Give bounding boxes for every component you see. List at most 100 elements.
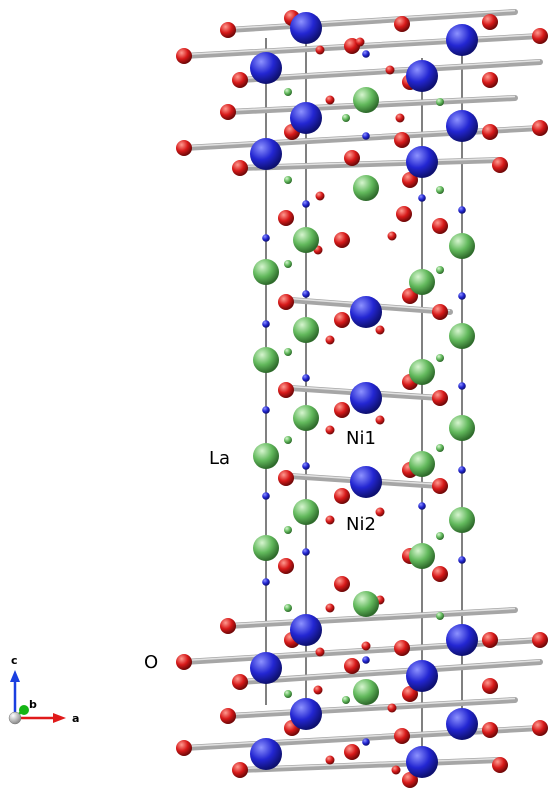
o-atom-15 bbox=[394, 132, 410, 148]
la-atom-15 bbox=[253, 535, 279, 561]
label-ni2: Ni2 bbox=[346, 514, 376, 535]
la-atom-s4 bbox=[436, 186, 444, 194]
o-atom-1 bbox=[232, 72, 248, 88]
ni-atom-s17 bbox=[362, 50, 370, 58]
ni-atom-s16 bbox=[458, 556, 466, 564]
o-atom-52 bbox=[220, 708, 236, 724]
bond-row-12 bbox=[181, 725, 543, 751]
o-atom-18 bbox=[402, 172, 418, 188]
label-o: O bbox=[144, 652, 159, 673]
ni-atom-s3 bbox=[458, 206, 466, 214]
ni-atom-6 bbox=[250, 138, 282, 170]
o-atom-40 bbox=[176, 654, 192, 670]
o-atom-s17 bbox=[315, 647, 325, 657]
o-atom-s13 bbox=[325, 515, 335, 525]
o-atom-48 bbox=[402, 686, 418, 702]
ni-atom-s8 bbox=[302, 374, 310, 382]
o-atom-22 bbox=[396, 206, 412, 222]
ni-atom-11 bbox=[290, 614, 322, 646]
o-atom-2 bbox=[220, 22, 236, 38]
ni-atom-s2 bbox=[418, 194, 426, 202]
o-atom-14 bbox=[344, 150, 360, 166]
o-atom-57 bbox=[532, 720, 548, 736]
bond-highlight-3 bbox=[183, 125, 541, 148]
ni-atom-s9 bbox=[458, 382, 466, 390]
ni-atom-s6 bbox=[458, 292, 466, 300]
o-atom-11 bbox=[232, 160, 248, 176]
bond-highlight-14 bbox=[239, 757, 501, 770]
o-atom-20 bbox=[278, 210, 294, 226]
o-atom-5 bbox=[394, 16, 410, 32]
label-la: La bbox=[209, 448, 231, 469]
o-atom-24 bbox=[278, 294, 294, 310]
ni-atom-s11 bbox=[302, 462, 310, 470]
ni-atom-5 bbox=[446, 110, 478, 142]
o-atom-54 bbox=[344, 744, 360, 760]
o-atom-s0 bbox=[315, 45, 325, 55]
ni-atom-13 bbox=[250, 652, 282, 684]
o-atom-7 bbox=[532, 28, 548, 44]
bond-highlight-9 bbox=[183, 637, 541, 662]
la-atom-2 bbox=[449, 233, 475, 259]
ni-atom-15 bbox=[290, 698, 322, 730]
ni-atom-s19 bbox=[362, 656, 370, 664]
la-atom-s5 bbox=[284, 260, 292, 268]
bond-row-13 bbox=[225, 697, 518, 719]
o-atom-25 bbox=[334, 312, 350, 328]
bond-highlight-10 bbox=[227, 607, 516, 626]
o-atom-51 bbox=[232, 762, 248, 778]
la-atom-s6 bbox=[436, 266, 444, 274]
la-atom-s7 bbox=[284, 348, 292, 356]
la-atom-16 bbox=[409, 543, 435, 569]
la-atom-18 bbox=[353, 591, 379, 617]
o-atom-s18 bbox=[361, 641, 371, 651]
o-atom-49 bbox=[482, 678, 498, 694]
la-atom-5 bbox=[293, 317, 319, 343]
o-atom-s20 bbox=[313, 685, 323, 695]
bond-row-10 bbox=[225, 607, 518, 629]
la-atom-19 bbox=[353, 679, 379, 705]
la-atom-s13 bbox=[284, 604, 292, 612]
bond-highlight-13 bbox=[227, 697, 516, 716]
ni-atom-16 bbox=[446, 708, 478, 740]
o-atom-s5 bbox=[315, 191, 325, 201]
o-atom-16 bbox=[482, 124, 498, 140]
axis-origin bbox=[8, 711, 22, 725]
la-atom-13 bbox=[293, 499, 319, 525]
la-atom-s15 bbox=[342, 696, 350, 704]
o-atom-s21 bbox=[325, 755, 335, 765]
axis-indicator bbox=[8, 670, 66, 725]
la-atom-s0 bbox=[284, 88, 292, 96]
la-atom-17 bbox=[353, 175, 379, 201]
o-atom-50 bbox=[176, 740, 192, 756]
ni-atom-3 bbox=[406, 60, 438, 92]
ni-atom-18 bbox=[406, 746, 438, 778]
bond-row-1 bbox=[225, 9, 518, 33]
la-atom-s12 bbox=[436, 532, 444, 540]
o-atom-27 bbox=[432, 304, 448, 320]
la-atom-8 bbox=[409, 359, 435, 385]
bond-highlight-5 bbox=[239, 157, 501, 168]
o-atom-s7 bbox=[387, 231, 397, 241]
o-atom-47 bbox=[532, 632, 548, 648]
atoms bbox=[176, 10, 548, 788]
ni-atom-s12 bbox=[418, 502, 426, 510]
axis-label-c: c bbox=[11, 654, 18, 667]
o-atom-55 bbox=[394, 728, 410, 744]
la-atom-1 bbox=[293, 227, 319, 253]
axis-a-arrowhead bbox=[53, 713, 66, 723]
o-atom-29 bbox=[334, 402, 350, 418]
o-atom-58 bbox=[402, 772, 418, 788]
bond-row-3 bbox=[181, 125, 543, 151]
ni-atom-7 bbox=[406, 146, 438, 178]
la-atom-s14 bbox=[436, 612, 444, 620]
o-atom-35 bbox=[432, 478, 448, 494]
ni-atom-s14 bbox=[262, 578, 270, 586]
la-atom-s2 bbox=[436, 98, 444, 106]
la-atom-s3 bbox=[284, 176, 292, 184]
axis-label-a: a bbox=[72, 712, 80, 725]
o-atom-10 bbox=[176, 140, 192, 156]
o-atom-37 bbox=[334, 576, 350, 592]
o-atom-s2 bbox=[385, 65, 395, 75]
